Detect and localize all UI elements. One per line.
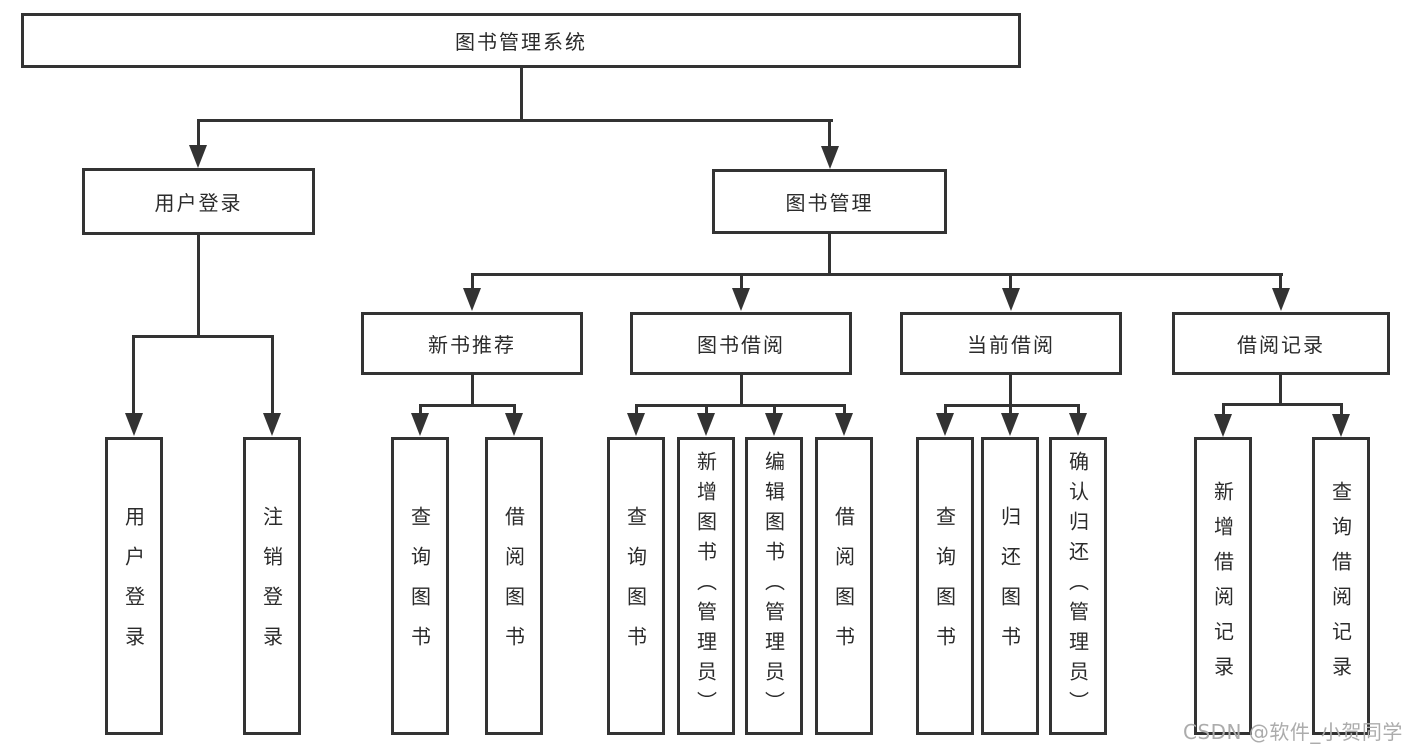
connector-line xyxy=(1009,404,1012,419)
connector-line xyxy=(773,404,776,419)
node-query-books-current: 查询图书 xyxy=(916,437,974,735)
arrowhead-icon xyxy=(697,413,715,436)
node-label: 查询借阅记录 xyxy=(1328,481,1353,691)
connector-line xyxy=(635,404,638,419)
connector-line xyxy=(132,335,135,417)
node-label: 用户登录 xyxy=(121,506,146,666)
arrowhead-icon xyxy=(835,413,853,436)
watermark: CSDN @软件_小贺同学 xyxy=(1183,720,1403,744)
node-label: 新增借阅记录 xyxy=(1210,481,1235,691)
node-borrowing-records: 借阅记录 xyxy=(1172,312,1390,375)
node-label: 归还图书 xyxy=(997,506,1022,666)
connector-line xyxy=(944,404,947,419)
connector-line xyxy=(635,404,846,407)
arrowhead-icon xyxy=(1332,414,1350,437)
connector-line xyxy=(828,119,831,149)
arrowhead-icon xyxy=(463,288,481,311)
connector-line xyxy=(471,273,1283,276)
node-book-borrowing: 图书借阅 xyxy=(630,312,852,375)
connector-line xyxy=(1222,403,1343,406)
connector-line xyxy=(419,404,422,419)
node-borrow-books: 借阅图书 xyxy=(815,437,873,735)
arrowhead-icon xyxy=(1002,288,1020,311)
node-logout: 注销登录 xyxy=(243,437,301,735)
connector-line xyxy=(197,235,200,337)
connector-line xyxy=(1009,273,1012,293)
node-label: 图书管理 xyxy=(785,191,874,215)
node-label: 注销登录 xyxy=(259,506,284,666)
arrowhead-icon xyxy=(936,413,954,436)
node-borrow-books-recommend: 借阅图书 xyxy=(485,437,543,735)
arrowhead-icon xyxy=(1001,413,1019,436)
connector-line xyxy=(419,404,516,407)
arrowhead-icon xyxy=(189,145,207,168)
connector-line xyxy=(1340,403,1343,419)
connector-line xyxy=(520,68,523,121)
node-label: 借阅图书 xyxy=(831,506,856,666)
node-label: 查询图书 xyxy=(623,506,648,666)
node-add-borrow-record: 新增借阅记录 xyxy=(1194,437,1252,735)
node-label: 新书推荐 xyxy=(428,333,516,357)
node-library-management-system: 图书管理系统 xyxy=(21,13,1021,68)
arrowhead-icon xyxy=(1214,414,1232,437)
connector-line xyxy=(471,273,474,293)
arrowhead-icon xyxy=(821,146,839,169)
connector-line xyxy=(197,119,200,149)
node-edit-book-admin: 编辑图书（管理员） xyxy=(745,437,803,735)
connector-line xyxy=(740,273,743,293)
connector-line xyxy=(271,335,274,417)
connector-line xyxy=(705,404,708,419)
arrowhead-icon xyxy=(732,288,750,311)
node-new-book-recommendation: 新书推荐 xyxy=(361,312,583,375)
connector-line xyxy=(944,404,1080,407)
node-label: 编辑图书（管理员） xyxy=(761,451,786,721)
arrowhead-icon xyxy=(125,413,143,436)
node-label: 查询图书 xyxy=(407,506,432,666)
node-label: 新增图书（管理员） xyxy=(693,451,718,721)
node-label: 借阅图书 xyxy=(501,506,526,666)
node-label: 确认归还（管理员） xyxy=(1065,451,1090,721)
arrowhead-icon xyxy=(627,413,645,436)
node-query-books-recommend: 查询图书 xyxy=(391,437,449,735)
arrowhead-icon xyxy=(505,413,523,436)
connector-line xyxy=(1279,273,1282,293)
arrowhead-icon xyxy=(1069,413,1087,436)
node-confirm-return-admin: 确认归还（管理员） xyxy=(1049,437,1107,735)
connector-line xyxy=(1279,375,1282,406)
connector-line xyxy=(197,119,833,122)
connector-line xyxy=(513,404,516,419)
connector-line xyxy=(1009,375,1012,407)
connector-line xyxy=(828,234,831,276)
arrowhead-icon xyxy=(1272,288,1290,311)
node-label: 查询图书 xyxy=(932,506,957,666)
connector-line xyxy=(1222,403,1225,419)
node-label: 当前借阅 xyxy=(967,333,1055,357)
connector-line xyxy=(132,335,274,338)
connector-line xyxy=(740,375,743,407)
node-query-borrow-record: 查询借阅记录 xyxy=(1312,437,1370,735)
node-label: 图书管理系统 xyxy=(455,30,587,54)
node-label: 用户登录 xyxy=(154,191,243,215)
connector-line xyxy=(1077,404,1080,419)
arrowhead-icon xyxy=(765,413,783,436)
node-add-book-admin: 新增图书（管理员） xyxy=(677,437,735,735)
node-current-borrowing: 当前借阅 xyxy=(900,312,1122,375)
node-query-books-borrowing: 查询图书 xyxy=(607,437,665,735)
node-return-books: 归还图书 xyxy=(981,437,1039,735)
node-user-login: 用户登录 xyxy=(82,168,315,235)
arrowhead-icon xyxy=(411,413,429,436)
node-user-login-leaf: 用户登录 xyxy=(105,437,163,735)
connector-line xyxy=(471,375,474,407)
connector-line xyxy=(843,404,846,419)
node-book-management: 图书管理 xyxy=(712,169,947,234)
arrowhead-icon xyxy=(263,413,281,436)
node-label: 借阅记录 xyxy=(1237,333,1325,357)
node-label: 图书借阅 xyxy=(697,333,785,357)
